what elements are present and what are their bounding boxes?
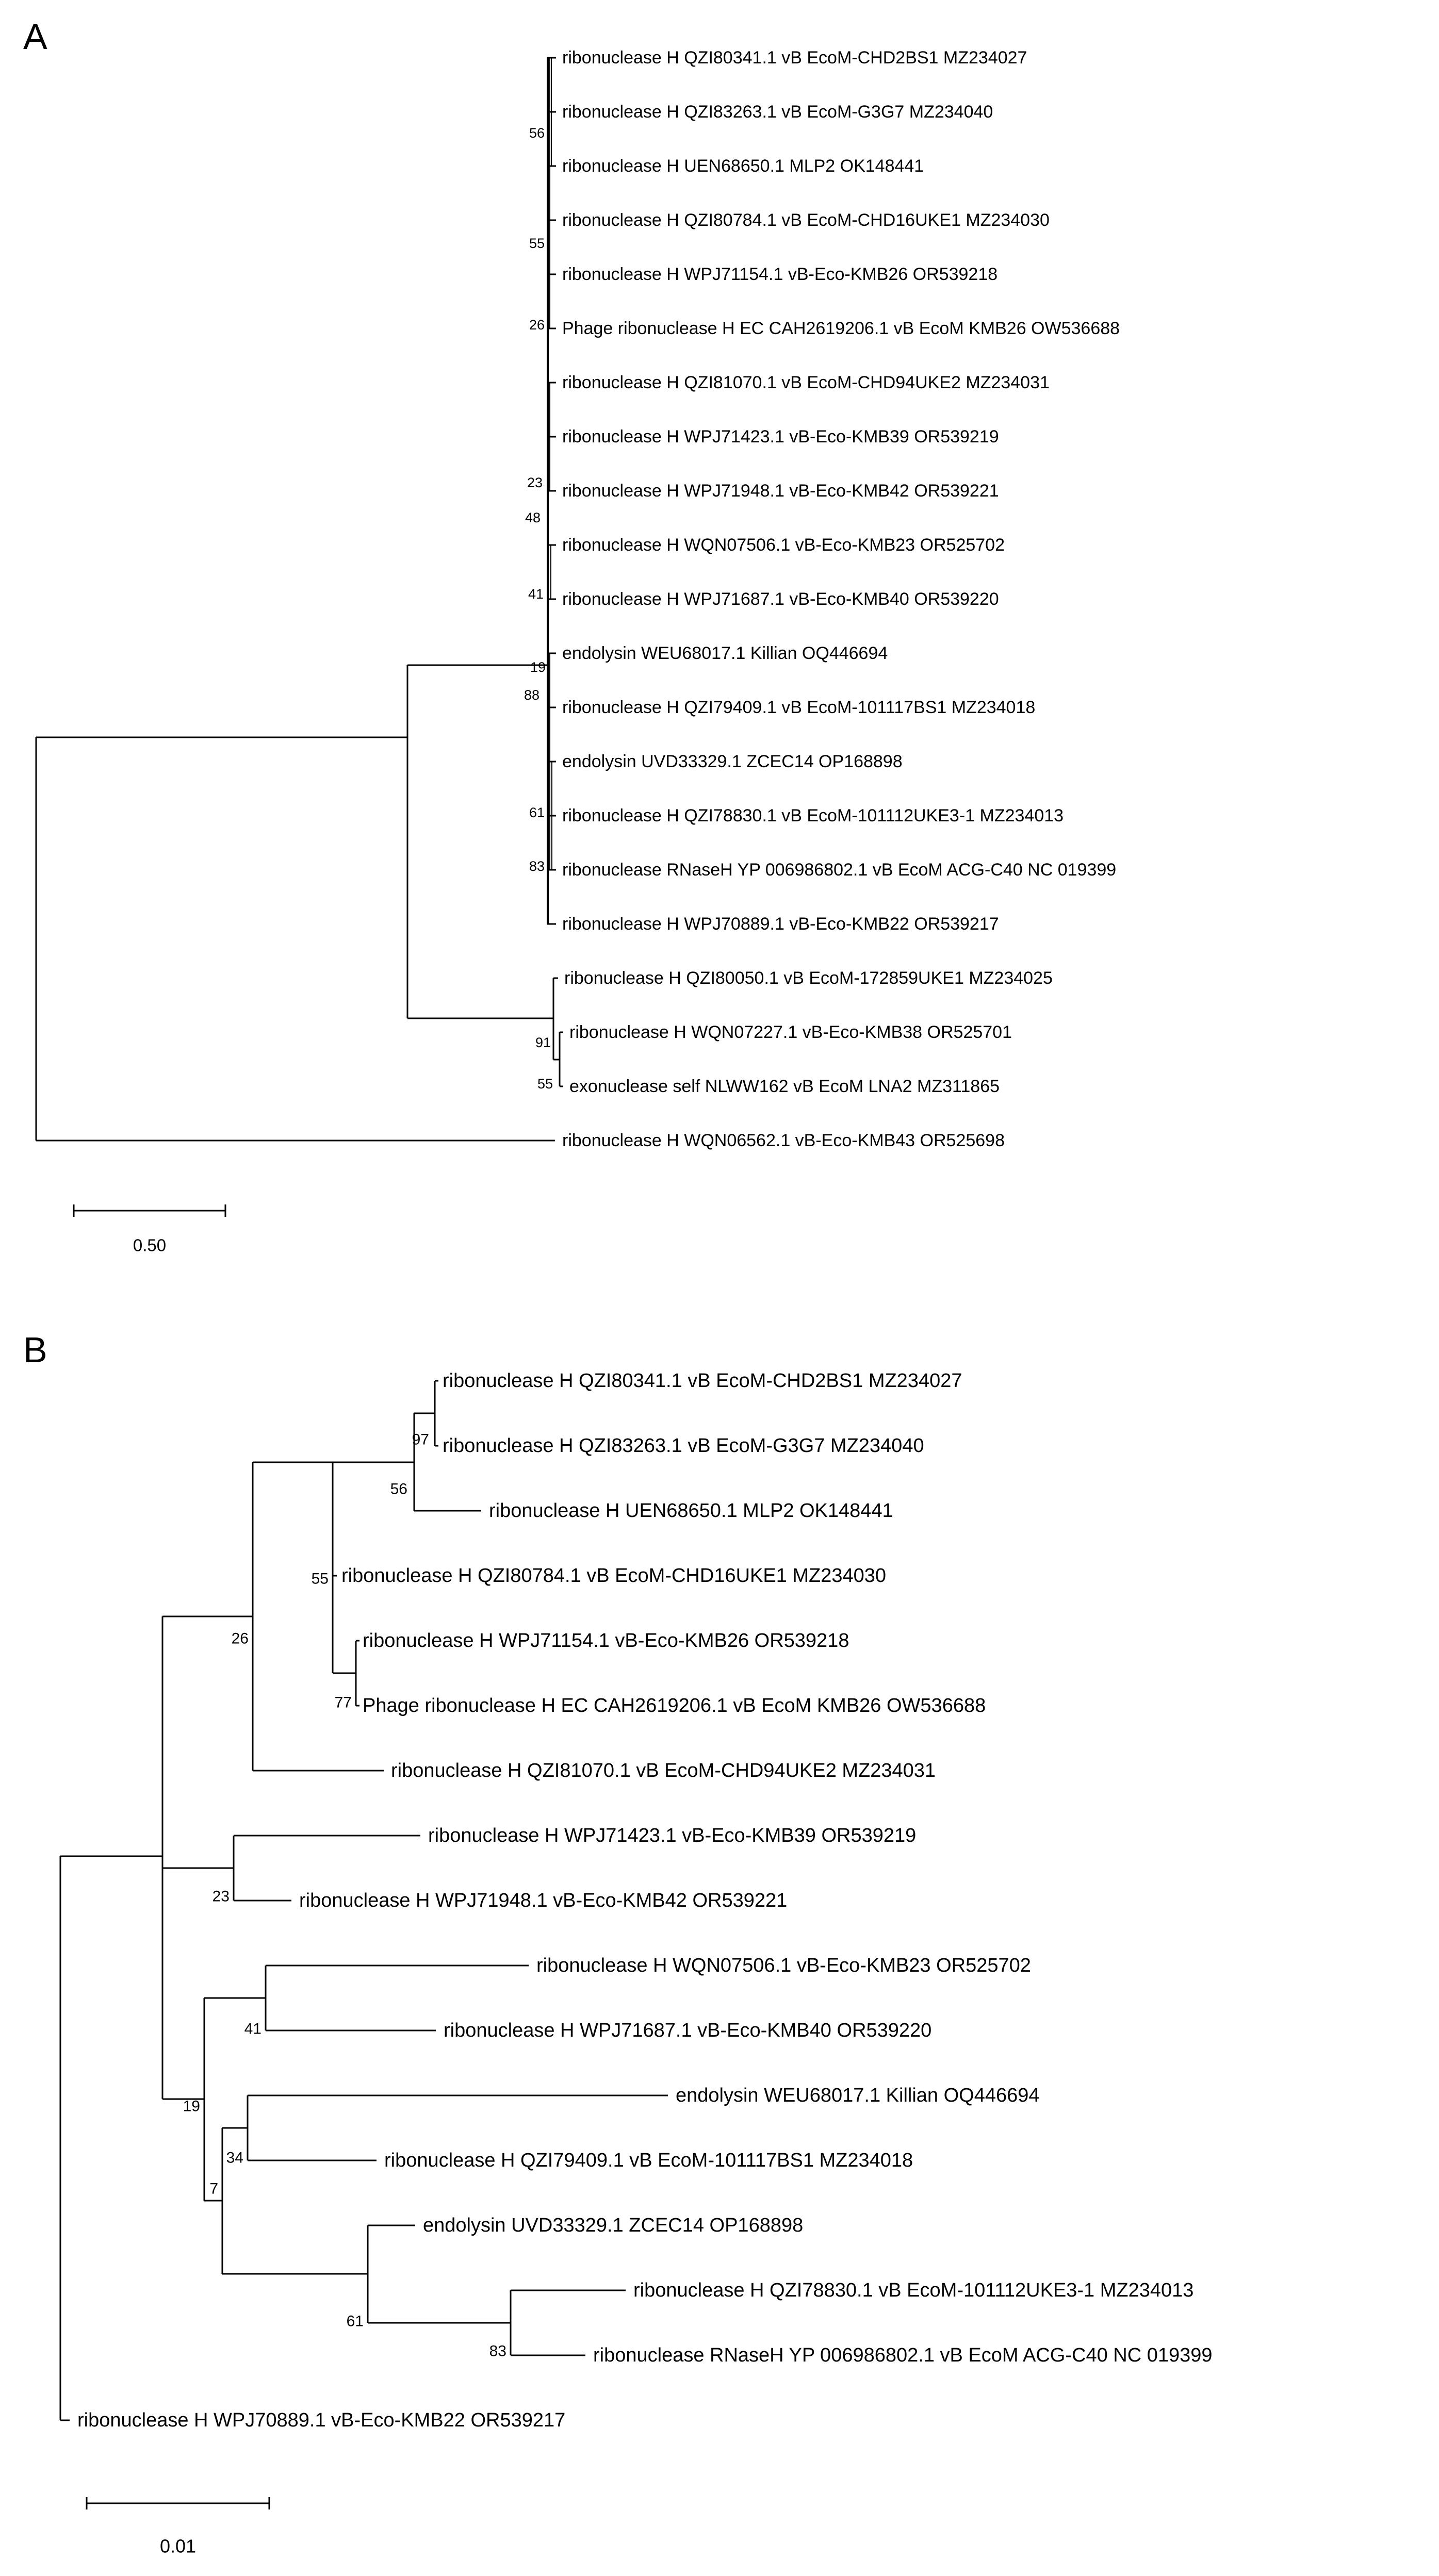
taxon-label: ribonuclease H QZI80341.1 vB EcoM-CHD2BS…: [562, 48, 1027, 68]
panel-a: A: [23, 16, 1120, 1255]
bootstrap-value: 88: [524, 687, 539, 703]
taxon-label: ribonuclease H UEN68650.1 MLP2 OK148441: [489, 1500, 893, 1522]
bootstrap-value: 83: [529, 858, 545, 874]
panel-a-label: A: [23, 16, 47, 57]
taxon-label: ribonuclease H WPJ71154.1 vB-Eco-KMB26 O…: [562, 265, 998, 284]
taxon-label: ribonuclease H QZI81070.1 vB EcoM-CHD94U…: [562, 373, 1050, 392]
panel-a-scale-bar: 0.50: [73, 1204, 226, 1255]
scale-bar-line: [86, 2497, 270, 2509]
taxon-label: ribonuclease H WQN07506.1 vB-Eco-KMB23 O…: [536, 1955, 1031, 1976]
bootstrap-value: 55: [312, 1571, 329, 1588]
taxon-label: ribonuclease H WQN07227.1 vB-Eco-KMB38 O…: [569, 1022, 1012, 1042]
taxon-label: ribonuclease RNaseH YP 006986802.1 vB Ec…: [593, 2344, 1213, 2366]
taxon-label: ribonuclease H WPJ71948.1 vB-Eco-KMB42 O…: [299, 1890, 787, 1911]
taxon-label: ribonuclease RNaseH YP 006986802.1 vB Ec…: [562, 860, 1116, 880]
taxon-label: ribonuclease H QZI80341.1 vB EcoM-CHD2BS…: [443, 1370, 962, 1392]
bootstrap-value: 23: [212, 1888, 230, 1905]
taxon-label: ribonuclease H QZI79409.1 vB EcoM-101117…: [562, 698, 1035, 717]
bootstrap-value: 61: [529, 805, 545, 820]
bootstrap-value: 56: [390, 1481, 407, 1498]
bootstrap-value: 26: [232, 1630, 249, 1647]
panel-b-taxon-labels: ribonuclease H QZI80341.1 vB EcoM-CHD2BS…: [77, 1370, 1213, 2431]
bootstrap-value: 83: [489, 2343, 506, 2360]
scale-bar-line: [73, 1204, 226, 1217]
taxon-label: endolysin UVD33329.1 ZCEC14 OP168898: [423, 2215, 803, 2236]
taxon-label: ribonuclease H WPJ71687.1 vB-Eco-KMB40 O…: [444, 2020, 931, 2041]
bootstrap-value: 56: [529, 125, 545, 141]
taxon-label: ribonuclease H WPJ71154.1 vB-Eco-KMB26 O…: [363, 1630, 849, 1652]
panel-b-scale-bar: 0.01: [86, 2497, 270, 2557]
bootstrap-value: 41: [528, 586, 544, 602]
taxon-label: endolysin WEU68017.1 Killian OQ446694: [676, 2085, 1040, 2106]
taxon-label: endolysin WEU68017.1 Killian OQ446694: [562, 643, 888, 663]
bootstrap-value: 26: [529, 317, 545, 333]
taxon-label: ribonuclease H WPJ71948.1 vB-Eco-KMB42 O…: [562, 481, 999, 501]
bootstrap-value: 77: [335, 1694, 352, 1711]
taxon-label: ribonuclease H UEN68650.1 MLP2 OK148441: [562, 156, 924, 176]
taxon-label: ribonuclease H QZI83263.1 vB EcoM-G3G7 M…: [443, 1435, 924, 1457]
taxon-label: ribonuclease H WPJ71423.1 vB-Eco-KMB39 O…: [428, 1825, 916, 1846]
taxon-label: ribonuclease H WQN06562.1 vB-Eco-KMB43 O…: [562, 1131, 1005, 1150]
bootstrap-value: 41: [244, 2021, 261, 2038]
panel-a-bootstrap-values: 56 55 26 23 48 41 19 88 61 83 91 55: [524, 125, 553, 1092]
bootstrap-value: 97: [412, 1431, 429, 1448]
taxon-label: Phage ribonuclease H EC CAH2619206.1 vB …: [562, 319, 1120, 338]
taxon-label: ribonuclease H QZI81070.1 vB EcoM-CHD94U…: [391, 1760, 936, 1781]
panel-b-label: B: [23, 1330, 47, 1370]
panel-a-taxon-labels: ribonuclease H QZI80341.1 vB EcoM-CHD2BS…: [562, 48, 1120, 1150]
taxon-label: exonuclease self NLWW162 vB EcoM LNA2 MZ…: [569, 1077, 1000, 1096]
taxon-label: ribonuclease H QZI79409.1 vB EcoM-101117…: [384, 2150, 913, 2171]
bootstrap-value: 23: [527, 475, 543, 490]
taxon-label: ribonuclease H WPJ71687.1 vB-Eco-KMB40 O…: [562, 589, 999, 609]
taxon-label: ribonuclease H QZI80784.1 vB EcoM-CHD16U…: [341, 1565, 886, 1587]
taxon-label: ribonuclease H WPJ71423.1 vB-Eco-KMB39 O…: [562, 427, 999, 447]
bootstrap-value: 55: [537, 1076, 553, 1092]
scale-bar-label: 0.50: [133, 1236, 166, 1255]
taxon-label: ribonuclease H WPJ70889.1 vB-Eco-KMB22 O…: [562, 914, 999, 934]
panel-b-tree-branches: [59, 1380, 668, 2421]
scale-bar-label: 0.01: [160, 2536, 196, 2557]
panel-b: B: [23, 1330, 1213, 2557]
taxon-label: ribonuclease H WQN07506.1 vB-Eco-KMB23 O…: [562, 535, 1005, 555]
taxon-label: ribonuclease H QZI80784.1 vB EcoM-CHD16U…: [562, 210, 1050, 230]
taxon-label: ribonuclease H QZI80050.1 vB EcoM-172859…: [564, 968, 1053, 988]
bootstrap-value: 48: [525, 510, 541, 525]
taxon-label: endolysin UVD33329.1 ZCEC14 OP168898: [562, 752, 903, 771]
bootstrap-value: 61: [347, 2313, 364, 2330]
panel-b-bootstrap-values: 97 56 55 77 26 23 41 19 34 7 61 83: [183, 1431, 506, 2360]
bootstrap-value: 34: [226, 2150, 243, 2167]
taxon-label: ribonuclease H WPJ70889.1 vB-Eco-KMB22 O…: [77, 2409, 565, 2431]
bootstrap-value: 55: [529, 236, 545, 251]
taxon-label: ribonuclease H QZI78830.1 vB EcoM-101112…: [562, 806, 1064, 825]
taxon-label: ribonuclease H QZI83263.1 vB EcoM-G3G7 M…: [562, 102, 993, 122]
bootstrap-value: 7: [209, 2181, 218, 2198]
bootstrap-value: 19: [530, 659, 546, 675]
panel-a-tree-branches: [35, 57, 563, 1142]
bootstrap-value: 19: [183, 2098, 200, 2115]
taxon-label: ribonuclease H QZI78830.1 vB EcoM-101112…: [633, 2280, 1193, 2301]
bootstrap-value: 91: [535, 1035, 551, 1050]
taxon-label: Phage ribonuclease H EC CAH2619206.1 vB …: [363, 1695, 986, 1716]
